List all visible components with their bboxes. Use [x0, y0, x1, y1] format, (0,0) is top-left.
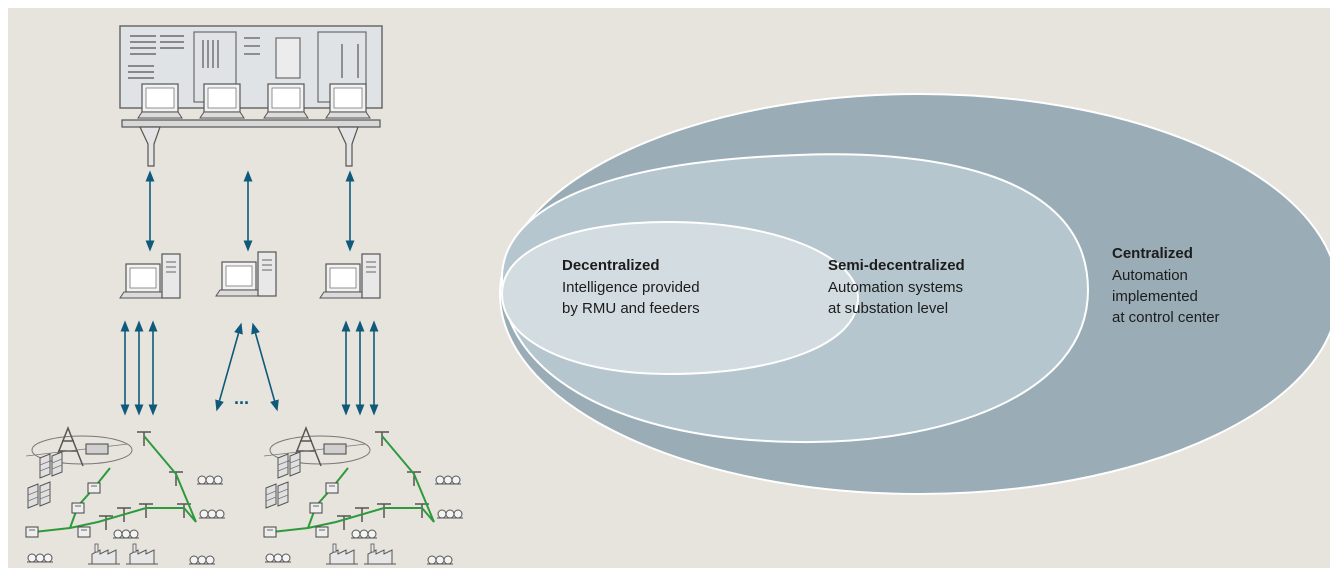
- centralized-line-2: implemented: [1112, 288, 1198, 305]
- decentralized-title: Decentralized: [562, 257, 660, 274]
- centralized-line-1: Automation: [1112, 267, 1188, 284]
- decentralized-ellipse: [500, 220, 860, 376]
- automation-diagram: ... Decentralized Intelligence provided …: [8, 25, 1330, 568]
- centralized-title: Centralized: [1112, 245, 1193, 262]
- communication-links-upper: [145, 170, 355, 252]
- centralized-line-3: at control center: [1112, 309, 1220, 326]
- diagram-canvas: ... Decentralized Intelligence provided …: [8, 8, 1330, 568]
- workstation-icon: [215, 251, 277, 297]
- decentralized-line-1: Intelligence provided: [562, 279, 700, 296]
- semi-decentralized-title: Semi-decentralized: [828, 257, 965, 274]
- semi-decentralized-line-2: at substation level: [828, 300, 948, 317]
- power-grid-icon: [264, 428, 463, 564]
- semi-decentralized-line-1: Automation systems: [828, 279, 963, 296]
- power-grid-icon: [26, 428, 225, 564]
- workstation-icon: [319, 253, 381, 299]
- decentralized-line-2: by RMU and feeders: [562, 300, 700, 317]
- control-center-icon: [119, 25, 383, 167]
- workstation-icon: [119, 253, 181, 299]
- ellipsis-label: ...: [234, 388, 249, 408]
- communication-links-lower: [120, 320, 379, 416]
